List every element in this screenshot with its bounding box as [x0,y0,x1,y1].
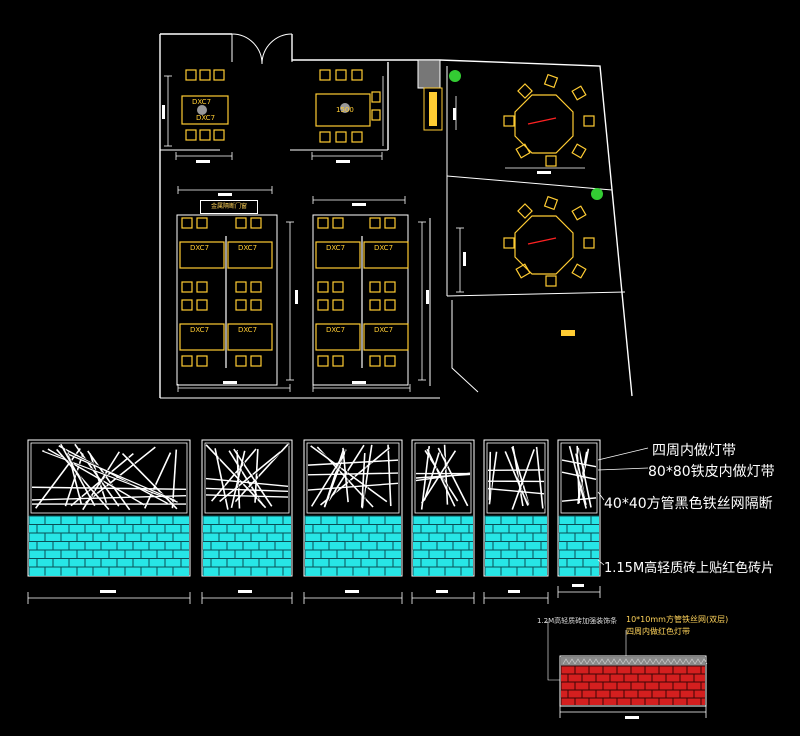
office-label-3: DXC7 [238,244,258,252]
office-label-9: DXC7 [374,326,394,334]
elevation-dimensions [27,586,601,604]
banner-label: 金属隔断门窗 [200,200,258,214]
elevation-panel [303,439,403,577]
callout-brick-wall: 1.15M高轻质砖上贴红色砖片 [604,561,775,576]
elevation-dimension-values [100,584,584,593]
red-brick-wall [561,666,705,705]
meeting-room-label: 1500 [336,106,354,114]
detail-note-2: 10*10mm方管铁丝网(双层) [626,615,729,624]
plan-marker [561,330,575,336]
dimension-marks [162,105,551,384]
plant-icons [197,70,603,200]
office-label-6: DXC7 [326,244,346,252]
floor-plan [159,33,633,399]
elevation-panel [27,439,191,577]
office-label-10: DXC7 [196,114,216,122]
callout-light-strip: 四周内做灯带 [652,443,736,459]
detail-note-1: 1.2M高轻质砖加强装饰条 [537,617,618,625]
office-label-8: DXC7 [326,326,346,334]
callout-leaders [597,447,649,566]
office-label-1: DXC7 [192,98,212,106]
elevation-panel [411,439,475,577]
callout-iron-frame: 80*80铁皮内做灯带 [648,464,775,480]
elevation-panels [27,439,601,577]
office-label-7: DXC7 [374,244,394,252]
detail-note-3: 四周内做红色灯带 [626,627,690,636]
callout-mesh-partition: 40*40方管黑色铁丝网隔断 [604,496,773,512]
office-label-2: DXC7 [190,244,210,252]
elevation-panel [201,439,293,577]
wall-detail [545,621,708,719]
office-furniture [179,69,409,368]
elevation-panel [557,439,601,577]
office-label-4: DXC7 [190,326,210,334]
elevation-panel [483,439,549,577]
office-label-5: DXC7 [238,326,258,334]
round-tables [503,73,595,287]
stair-block [417,59,443,131]
